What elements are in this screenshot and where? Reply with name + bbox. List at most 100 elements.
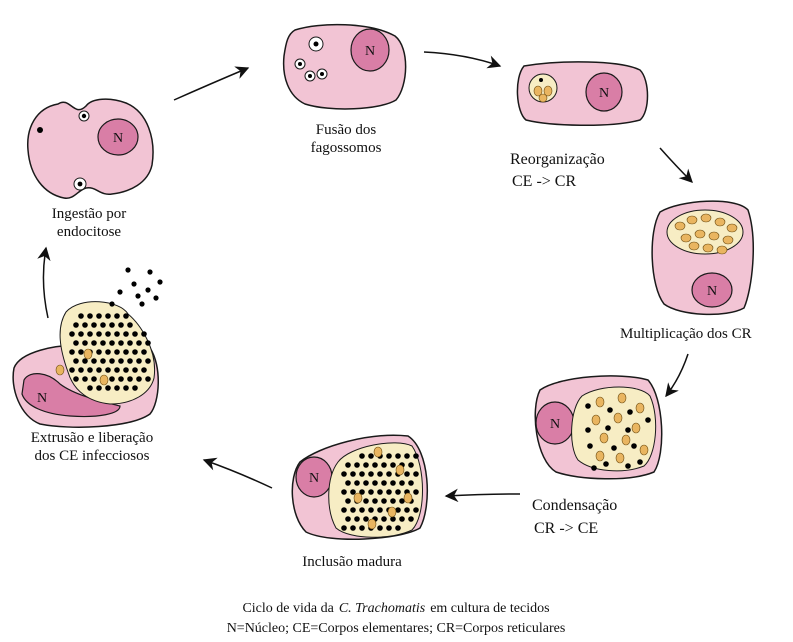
elementary-body	[395, 489, 401, 495]
reticulate-body	[404, 493, 412, 503]
label-mature-inclusion: Inclusão madura	[302, 554, 402, 570]
elementary-body	[377, 525, 383, 531]
elementary-body	[390, 480, 396, 486]
elementary-body	[381, 462, 387, 468]
elementary-body	[100, 322, 106, 328]
elementary-body	[125, 267, 130, 272]
reticulate-body	[681, 234, 691, 242]
label-extrusion-line2: dos CE infecciosos	[35, 448, 150, 464]
elementary-body	[354, 480, 360, 486]
elementary-body	[390, 462, 396, 468]
elementary-body	[399, 480, 405, 486]
elementary-body	[114, 349, 120, 355]
elementary-body	[118, 358, 124, 364]
reticulate-body	[396, 465, 404, 475]
elementary-body	[117, 289, 122, 294]
elementary-body	[637, 459, 643, 465]
elementary-body	[368, 453, 374, 459]
elementary-body	[141, 331, 147, 337]
reticulate-body	[616, 453, 624, 463]
arrow-fusion-to-reorganization	[424, 52, 500, 66]
elementary-body	[109, 340, 115, 346]
elementary-body	[645, 417, 651, 423]
elementary-body	[109, 376, 115, 382]
elementary-body	[298, 62, 302, 66]
elementary-body	[363, 462, 369, 468]
reticulate-body	[84, 349, 92, 359]
elementary-body	[350, 525, 356, 531]
elementary-body	[78, 367, 84, 373]
elementary-body	[82, 376, 88, 382]
label-ingestion-line2: endocitose	[57, 224, 121, 240]
elementary-body	[354, 516, 360, 522]
elementary-body	[69, 349, 75, 355]
elementary-body	[118, 340, 124, 346]
elementary-body	[96, 367, 102, 373]
reticulate-body	[618, 393, 626, 403]
cell-multiplication: N	[652, 201, 753, 314]
reticulate-body	[368, 519, 376, 529]
elementary-body	[91, 340, 97, 346]
elementary-body	[386, 489, 392, 495]
elementary-body	[377, 489, 383, 495]
elementary-body	[78, 313, 84, 319]
elementary-body	[359, 507, 365, 513]
elementary-body	[96, 385, 102, 391]
elementary-body	[587, 443, 593, 449]
elementary-body	[320, 72, 324, 76]
label-fusion-line2: fagossomos	[311, 140, 382, 156]
nucleus-label: N	[550, 417, 560, 432]
nucleus-label: N	[707, 284, 717, 299]
elementary-body	[109, 358, 115, 364]
reticulate-body	[596, 451, 604, 461]
figure-caption: Ciclo de vida daC. Trachomatisem cultura…	[227, 601, 566, 636]
label-multiplication: Multiplicação dos CR	[620, 326, 752, 342]
label-condensation-line1: Condensação	[532, 497, 617, 514]
inclusion	[572, 387, 656, 471]
cell-extrusion: N	[13, 267, 162, 427]
elementary-body	[141, 349, 147, 355]
elementary-body	[123, 367, 129, 373]
elementary-body	[69, 331, 75, 337]
elementary-body	[377, 507, 383, 513]
elementary-body	[372, 498, 378, 504]
nucleus-label: N	[309, 471, 319, 486]
elementary-body	[105, 331, 111, 337]
elementary-body	[386, 525, 392, 531]
nucleus-label: N	[365, 44, 375, 59]
arrow-inclusion-to-extrusion	[204, 460, 272, 488]
elementary-body	[395, 453, 401, 459]
label-fusion-line1: Fusão dos	[316, 122, 377, 138]
elementary-body	[386, 471, 392, 477]
elementary-body	[127, 322, 133, 328]
reticulate-body	[689, 242, 699, 250]
elementary-body	[123, 349, 129, 355]
elementary-body	[399, 516, 405, 522]
elementary-body	[127, 376, 133, 382]
elementary-body	[73, 358, 79, 364]
elementary-body	[625, 427, 631, 433]
elementary-body	[123, 313, 129, 319]
elementary-body	[118, 376, 124, 382]
reticulate-body	[622, 435, 630, 445]
elementary-body	[345, 480, 351, 486]
reticulate-body	[596, 397, 604, 407]
elementary-body	[87, 385, 93, 391]
reticulate-body	[56, 365, 64, 375]
elementary-body	[73, 340, 79, 346]
elementary-body	[114, 313, 120, 319]
elementary-body	[100, 358, 106, 364]
elementary-body	[105, 367, 111, 373]
elementary-body	[413, 507, 419, 513]
elementary-body	[585, 427, 591, 433]
elementary-body	[605, 425, 611, 431]
elementary-body	[69, 367, 75, 373]
elementary-body	[114, 331, 120, 337]
elementary-body	[131, 281, 136, 286]
elementary-body	[135, 293, 140, 298]
elementary-body	[341, 525, 347, 531]
elementary-body	[73, 376, 79, 382]
reticulate-body	[374, 447, 382, 457]
elementary-body	[539, 78, 543, 82]
